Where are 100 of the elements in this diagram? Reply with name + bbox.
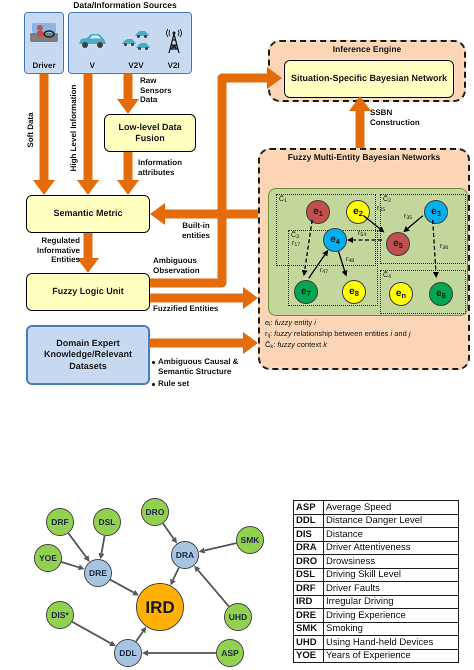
arrow: [142, 650, 216, 656]
flow-arrow: [150, 287, 258, 309]
edge-label: Soft Data: [27, 112, 35, 148]
source-label: V2V: [128, 62, 144, 70]
process-box: [26, 273, 150, 311]
input-note: Ambiguous Causal & Semantic Structure: [158, 357, 240, 376]
circle-label: e$_{8}$: [349, 287, 359, 297]
circle-label: e$_{1}$: [313, 207, 323, 217]
table-cell: DSL: [294, 568, 324, 582]
circle-label: DRA: [176, 550, 194, 560]
box-label: Situation-Specific Bayesian Network: [290, 73, 448, 85]
table-cell: IRD: [294, 595, 324, 608]
dashed-group-box: [258, 148, 470, 370]
source-label: V: [90, 62, 95, 70]
network-panel: [268, 188, 468, 316]
input-note: Rule set: [158, 379, 190, 389]
circle-label: e$_{5}$: [393, 239, 403, 249]
circle-label: e$_{2}$: [353, 207, 363, 217]
table-cell: DRO: [294, 554, 324, 568]
edge-label: Built-in entities: [180, 221, 211, 240]
arrow: [347, 237, 382, 243]
arrow: [363, 215, 385, 233]
process-box: [26, 195, 150, 233]
circle-label: IRD: [145, 598, 175, 616]
flow-arrow: [117, 152, 139, 195]
box-label: Fuzzy Logic Unit: [52, 286, 124, 298]
circle-label: DIS*: [51, 610, 69, 620]
edge-label: Raw Sensors Data: [140, 76, 173, 105]
table-cell: Years of Experience: [324, 649, 458, 662]
arrow: [110, 578, 139, 596]
flow-arrow: [150, 203, 258, 225]
edge-label: Information attributes: [138, 158, 183, 178]
table-cell: SMK: [294, 622, 324, 636]
table-cell: Driving Skill Level: [324, 568, 458, 582]
box-label: Low-level Data Fusion: [117, 122, 183, 144]
table-cell: Average Speed: [324, 500, 458, 514]
flow-arrow: [349, 96, 371, 148]
circle-label: DRE: [89, 568, 107, 578]
arrow: [72, 621, 116, 646]
group-heading: Inference Engine: [332, 45, 402, 54]
arrow: [308, 250, 328, 278]
flow-arrow: [150, 67, 282, 288]
arrow: [432, 220, 439, 278]
source-box: [68, 12, 192, 74]
table-cell: DRF: [294, 582, 324, 595]
process-box: [26, 325, 150, 385]
box-label: Domain Expert Knowledge/Relevant Datasets: [42, 338, 134, 372]
arrow: [162, 522, 178, 544]
circle-label: DDL: [119, 648, 137, 658]
arrow: [403, 215, 424, 232]
table-cell: DRA: [294, 541, 324, 554]
table-cell: ASP: [294, 500, 324, 514]
circle-label: e$_{6}$: [436, 289, 446, 299]
table-cell: UHD: [294, 636, 324, 649]
arrow: [194, 566, 230, 607]
arrow: [338, 251, 348, 277]
circle-label: e$_{7}$: [301, 287, 311, 297]
group-title: Data/Information Sources: [72, 0, 178, 10]
edge-label: Regulated Informative Entities: [36, 236, 80, 265]
arrow: [68, 532, 90, 562]
circle-label: e$_{n}$: [396, 289, 406, 299]
arrow: [98, 536, 106, 560]
edge-label: Ambiguous Observation: [153, 256, 201, 276]
table-cell: Using Hand-held Devices: [324, 636, 458, 649]
flow-arrow: [150, 332, 258, 354]
circle-label: UHD: [228, 612, 248, 622]
edge-label: High Level Information: [70, 84, 78, 172]
table-cell: DIS: [294, 528, 324, 541]
table-cell: Distance Danger Level: [324, 514, 458, 528]
group-heading: Fuzzy Multi-Entity Bayesian Networks: [288, 153, 440, 162]
flow-arrow: [77, 74, 99, 195]
dashed-group-box: [268, 40, 466, 102]
circle-label: ASP: [221, 648, 239, 658]
source-box: [24, 12, 64, 74]
context-box: [380, 194, 466, 264]
table-cell: Driver Faults: [324, 582, 458, 595]
arrow: [61, 561, 85, 570]
context-box: [380, 270, 466, 314]
circle-label: DSL: [98, 518, 116, 526]
flow-arrow: [33, 74, 55, 195]
arrow: [198, 542, 237, 554]
table-cell: Driver Attentiveness: [324, 541, 458, 554]
circle-label: YOE: [39, 554, 57, 562]
arrow: [302, 220, 313, 276]
table-cell: YOE: [294, 649, 324, 662]
circle-label: DRO: [146, 508, 164, 516]
process-box: [104, 114, 196, 152]
circle-label: e$_{3}$: [431, 207, 441, 217]
flow-arrow: [77, 233, 99, 273]
table-cell: DDL: [294, 514, 324, 528]
table-cell: Drowsiness: [324, 554, 458, 568]
table-cell: Smoking: [324, 622, 458, 636]
edge-label: SSBN Construction: [370, 108, 421, 128]
circle-label: SMK: [240, 536, 260, 544]
process-box: [284, 60, 454, 98]
source-label: V2I: [168, 62, 180, 70]
edge-label: Fuzzified Entities: [153, 304, 220, 314]
table-cell: DRE: [294, 608, 324, 622]
circle-label: e$_{4}$: [330, 235, 340, 245]
box-label: Driver: [32, 62, 56, 70]
